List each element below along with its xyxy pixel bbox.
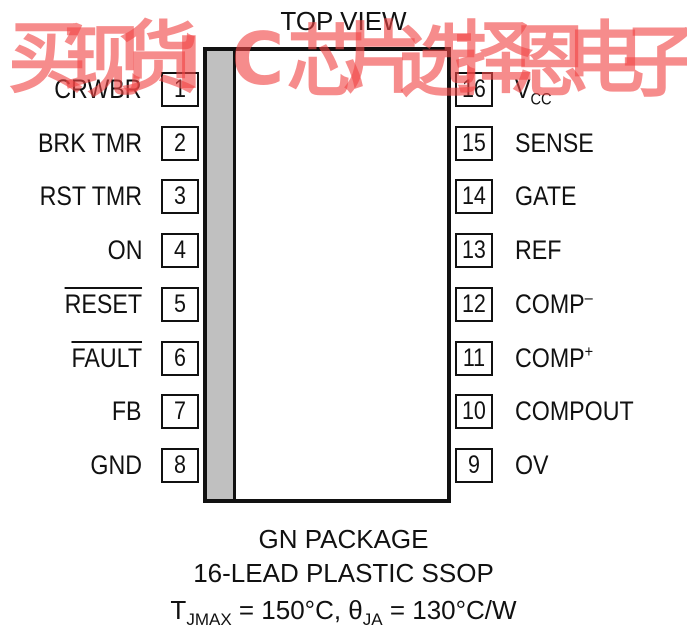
pin-1-label: CRWBR [55,74,142,104]
pin-12-box: 12 [455,286,493,322]
pin1-index-stripe [207,51,236,499]
theta-value: = 130°C/W [382,595,517,625]
pin-number: 5 [174,289,186,318]
pin-10-box: 10 [455,394,493,430]
pin-6-label: FAULT [71,343,142,373]
thermal-spec: TJMAX = 150°C, θJA = 130°C/W [0,595,687,628]
pin-number: 6 [174,343,186,372]
package-type: 16-LEAD PLASTIC SSOP [193,558,494,588]
pin-name: FAULT [71,342,142,373]
pin-number: 1 [174,75,186,103]
pin-name: COMP [515,342,585,373]
pin-number: 7 [174,397,186,426]
pin-2-box: 2 [161,125,199,161]
pin-number: 11 [462,343,486,372]
pin-name-subscript: CC [530,89,552,109]
top-view-label: TOP VIEW [280,6,407,36]
pin-name: COMPOUT [515,396,634,427]
pin-number: 13 [462,236,486,265]
pin-name: CRWBR [54,74,142,104]
pin-14-label: GATE [515,181,577,211]
pin-name-superscript: – [584,287,593,307]
pin-number: 2 [174,128,186,157]
pin-2-label: BRK TMR [38,128,142,158]
pin-name-superscript: + [584,341,594,361]
pin-10-label: COMPOUT [515,396,634,426]
pin-number: 12 [462,289,486,318]
pin-number: 3 [174,182,186,211]
pin-14-box: 14 [455,179,493,215]
pin-15-label: SENSE [515,128,594,158]
pin-16-box: 16 [455,72,493,107]
pin-number: 14 [462,182,486,211]
pin-number: 4 [174,236,186,265]
pin-name: BRK TMR [37,127,142,158]
pin-name: RESET [64,288,142,319]
pin-8-label: GND [90,450,142,480]
pin-13-label: REF [515,235,561,265]
tjmax-symbol: T [170,595,187,625]
pin-3-label: RST TMR [40,181,142,211]
pin-8-box: 8 [161,447,199,483]
chip-body [203,47,451,503]
pin-9-label: OV [515,450,549,480]
pin-name: GND [90,449,142,480]
pin-name: FB [112,396,142,427]
pin-11-box: 11 [455,340,493,376]
pin-3-box: 3 [161,179,199,215]
pin-4-label: ON [107,235,142,265]
theta-subscript: JA [362,610,383,630]
tjmax-subscript: JMAX [186,610,232,630]
pin-12-label: COMP– [515,289,593,319]
pin-name: V [515,74,531,104]
pin-16-label: VCC [515,74,552,107]
pin-number: 10 [462,397,486,426]
tjmax-value: = 150°C, [231,595,349,625]
pin-5-label: RESET [65,289,142,319]
pin-name: COMP [515,288,585,319]
pin-number: 16 [462,75,486,103]
pin-15-box: 15 [455,125,493,161]
theta-symbol: θ [348,595,363,625]
pin-11-label: COMP+ [515,343,593,373]
pin-name: REF [515,235,562,266]
pin-name: GATE [515,181,577,212]
pin-13-box: 13 [455,233,493,269]
pin-4-box: 4 [161,233,199,269]
pin-5-box: 5 [161,286,199,322]
pin-name: RST TMR [39,181,142,212]
pin-1-box: 1 [161,72,199,107]
pin-7-box: 7 [161,394,199,430]
pin-name: SENSE [515,127,594,158]
pin-9-box: 9 [455,447,493,483]
pin-name: ON [107,235,142,266]
pin-number: 9 [468,450,480,479]
pin-number: 8 [174,450,186,479]
pin-number: 15 [462,128,486,157]
pin-7-label: FB [112,396,142,426]
package-name: GN PACKAGE [258,524,429,554]
pin-6-box: 6 [161,340,199,376]
pin-name: OV [515,449,549,480]
